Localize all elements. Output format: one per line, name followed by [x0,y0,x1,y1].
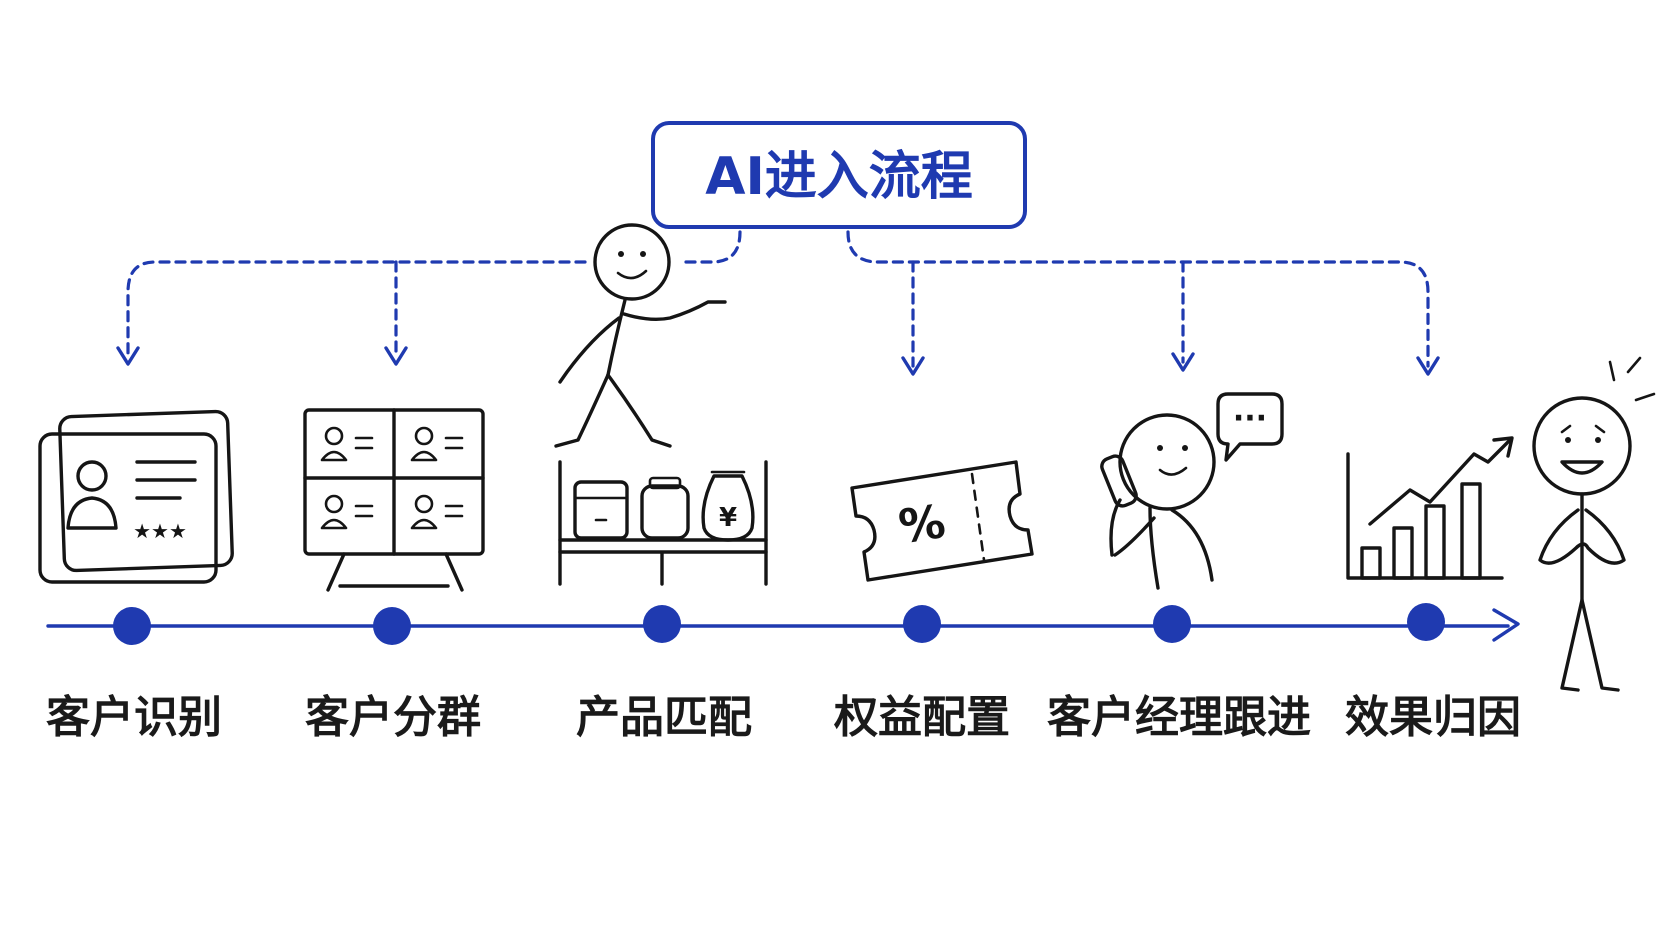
phone-call-person-icon: ··· [1100,392,1284,590]
stage-label-1: 客户识别 [46,692,222,743]
stage-label-4: 权益配置 [833,692,1010,743]
title-text: AI进入流程 [705,147,973,207]
stage-label-2: 客户分群 [305,692,481,743]
ticket-symbol: % [895,494,948,554]
walking-stick-figure-icon [554,223,727,448]
connector-left-trunk [126,260,587,358]
svg-text:★★★: ★★★ [133,519,187,543]
speech-dots: ··· [1233,401,1267,436]
arrowhead-stage-6 [1416,356,1440,376]
timeline-node-4 [903,605,941,643]
growth-bar-chart-icon [1346,436,1514,580]
timeline [46,603,1520,645]
id-card-icon: ★★★ [38,409,234,584]
timeline-node-3 [643,605,681,643]
timeline-node-6 [1407,603,1445,641]
stage-label-3: 产品匹配 [576,692,752,743]
product-shelf-icon: ¥ [558,460,768,586]
stage-label-6: 效果归因 [1345,692,1521,743]
ai-connectors [116,230,1440,376]
arrowhead-stage-4 [901,356,925,376]
arrowhead-stage-1 [116,346,140,366]
title-box: AI进入流程 [651,121,1027,229]
stage-label-5: 客户经理跟进 [1047,692,1311,743]
speech-bubble-icon [1216,392,1284,462]
customer-grid-board-icon [303,408,485,592]
stage-labels: 客户识别 客户分群 产品匹配 权益配置 客户经理跟进 效果归因 [46,692,1521,743]
bag-symbol: ¥ [719,503,737,533]
timeline-node-1 [113,607,151,645]
arrowhead-stage-5 [1171,352,1195,372]
connector-left-branch [678,230,742,264]
happy-person-icon [1532,356,1656,692]
timeline-arrowhead [1492,608,1520,642]
timeline-node-5 [1153,605,1191,643]
discount-ticket-icon: % [850,460,1034,582]
connector-right-trunk [846,230,1430,368]
arrowhead-stage-2 [384,346,408,366]
timeline-node-2 [373,607,411,645]
